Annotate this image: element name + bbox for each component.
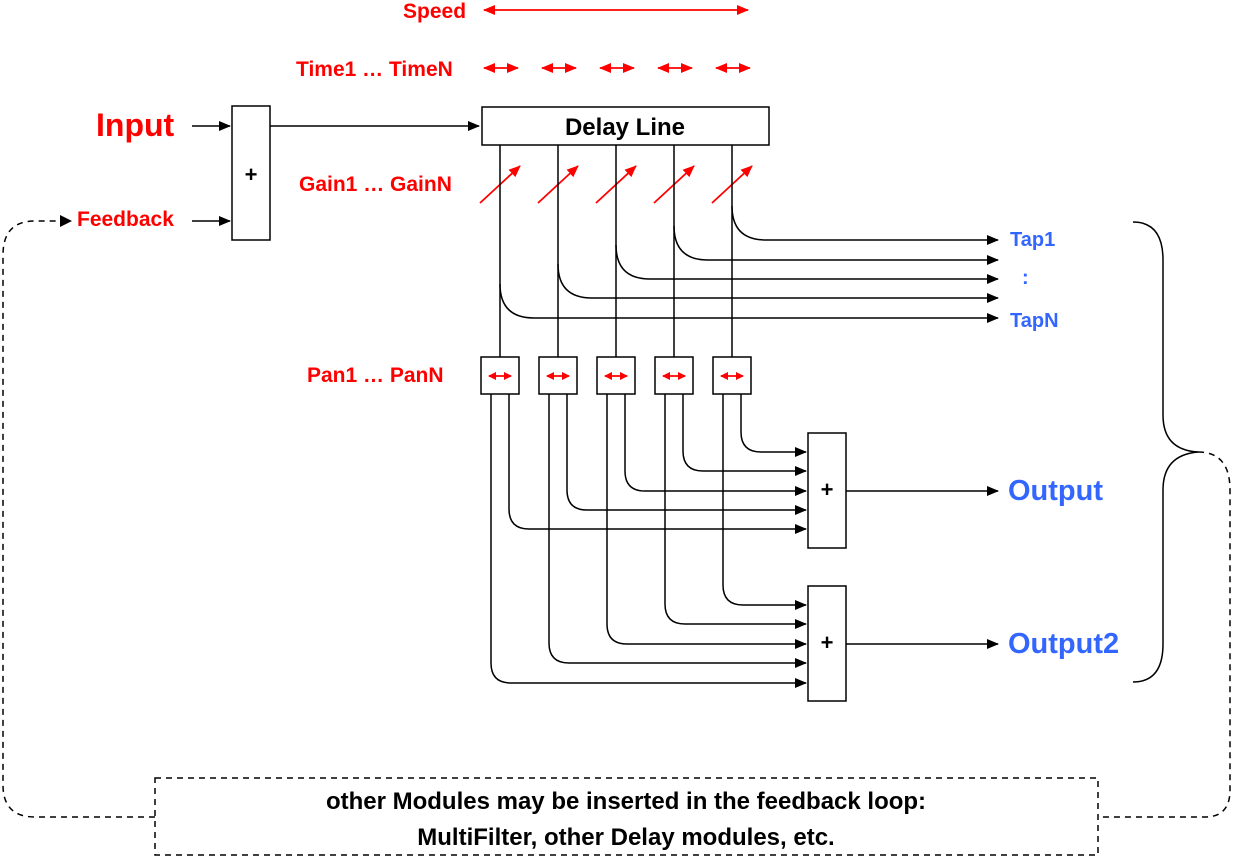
output2-label: Output2 [1008, 628, 1119, 660]
tap-wires [499, 145, 999, 357]
tap-dots: : [1022, 267, 1029, 289]
tap1-label: Tap1 [1010, 229, 1055, 251]
output-sum-plus: + [821, 477, 834, 502]
pan-label: Pan1 … PanN [307, 364, 444, 387]
tap-branch-1 [499, 283, 999, 323]
time-label: Time1 … TimeN [296, 58, 453, 81]
gain-label: Gain1 … GainN [299, 173, 452, 196]
pan-to-output-1 [508, 394, 807, 534]
pan-to-output2-4 [664, 394, 807, 629]
tapn-label: TapN [1010, 310, 1059, 332]
pan-to-output-3 [624, 394, 807, 496]
pan-to-output-2 [566, 394, 807, 515]
speed-label: Speed [403, 0, 466, 23]
note-box [154, 777, 1099, 856]
brace-lower [1132, 451, 1199, 683]
feedback-label: Feedback [77, 208, 174, 231]
pan-to-output-4 [682, 394, 807, 476]
tap-branch-4 [673, 225, 999, 265]
tap-branch-2 [557, 263, 999, 303]
note-line2: MultiFilter, other Delay modules, etc. [417, 824, 834, 851]
output-wires [490, 394, 807, 688]
output-label: Output [1008, 475, 1103, 507]
input-sum-plus: + [245, 162, 258, 187]
delay-line-label: Delay Line [565, 114, 685, 141]
feedback-loop-arrowhead [60, 215, 72, 227]
input-label: Input [96, 107, 175, 143]
output2-sum-plus: + [821, 630, 834, 655]
tap-branch-5 [731, 205, 999, 245]
pan-to-output2-2 [548, 394, 807, 668]
output2-sum-box [807, 585, 847, 702]
brace-upper [1132, 221, 1199, 453]
feedback-loop-right [1098, 451, 1231, 818]
note-line1: other Modules may be inserted in the fee… [326, 788, 926, 815]
output-sum-box [807, 432, 847, 549]
input-sum-box [231, 105, 271, 241]
pan-to-output2-1 [490, 394, 807, 688]
pan-to-output2-5 [722, 394, 807, 610]
pan-boxes [480, 356, 752, 395]
tap-branch-3 [615, 244, 999, 284]
feedback-loop-left [2, 220, 155, 818]
delay-line-box [481, 106, 770, 146]
pan-to-output2-3 [606, 394, 807, 649]
pan-to-output-5 [740, 394, 807, 457]
